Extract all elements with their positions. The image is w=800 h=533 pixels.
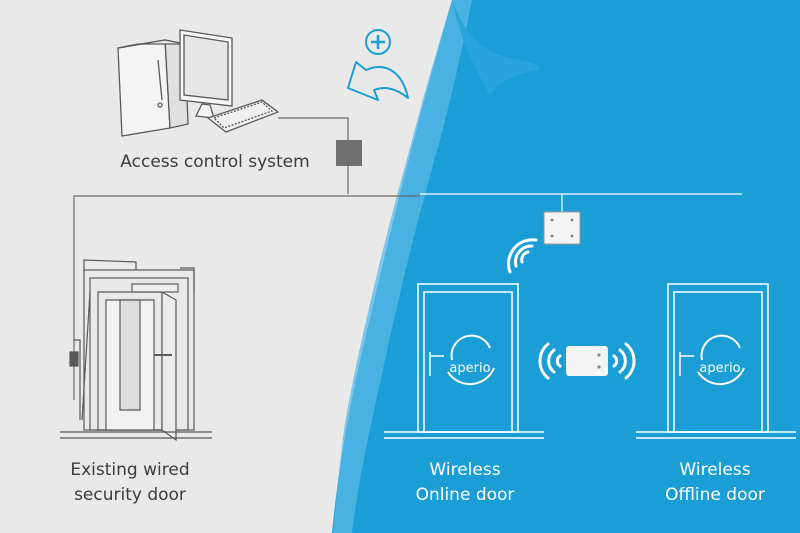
access-control-text: Access control system	[120, 152, 310, 172]
reader-wireless	[566, 346, 608, 376]
online-door-line-1: Wireless	[429, 460, 501, 480]
online-door-logo: aperio	[449, 361, 490, 376]
access-control-label: Access control system	[60, 150, 370, 175]
online-door-label: Wireless Online door	[380, 458, 550, 508]
wired-door-line-2: security door	[74, 485, 186, 505]
curved-arrow-icon	[347, 61, 409, 101]
page-curl	[333, 0, 472, 533]
wireless-signal-icon	[507, 238, 538, 274]
controller-box	[336, 140, 362, 166]
wireless-hub	[543, 211, 581, 245]
offline-door-drawing	[636, 283, 796, 439]
offline-door-logo: aperio	[699, 361, 740, 376]
online-door-line-2: Online door	[415, 485, 515, 505]
wired-door-drawing	[60, 259, 212, 442]
wired-door-line-1: Existing wired	[70, 460, 190, 480]
online-door-drawing	[384, 283, 544, 439]
offline-door-line-2: Offline door	[665, 485, 765, 505]
blue-background	[332, 0, 800, 533]
wireless-signal-left-icon	[538, 342, 562, 380]
desktop-computer-icon	[117, 29, 280, 137]
wiring	[73, 117, 420, 400]
wireless-signal-right-icon	[612, 342, 636, 380]
offline-door-label: Wireless Offline door	[630, 458, 800, 508]
wired-door-label: Existing wired security door	[30, 458, 230, 508]
plus-circle-icon	[365, 29, 391, 55]
page-curl-corner	[452, 0, 540, 95]
offline-door-line-1: Wireless	[679, 460, 751, 480]
